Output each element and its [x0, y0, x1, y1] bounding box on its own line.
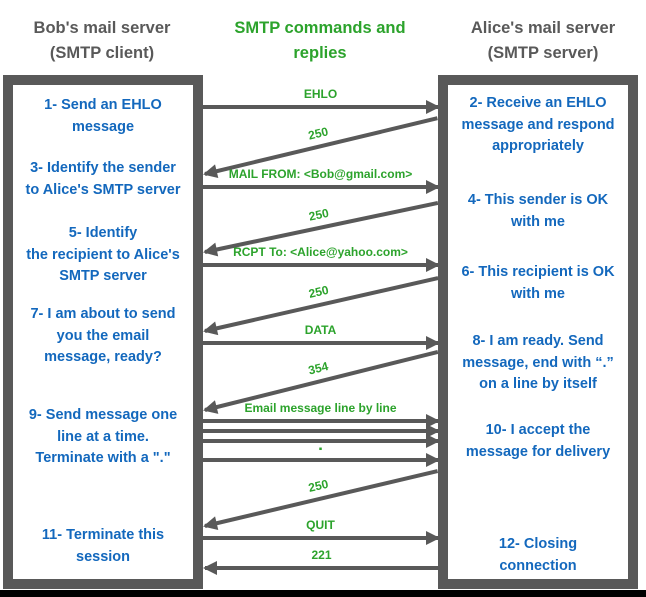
arrow-label: RCPT To: <Alice@yahoo.com> — [233, 245, 408, 259]
client-step-1: 1- Send an EHLO message — [44, 97, 162, 135]
client-step-11: 11- Terminate this session — [41, 527, 165, 565]
arrow-mail-from: MAIL FROM: <Bob@gmail.com> — [203, 167, 440, 194]
commands-header: SMTP commands and replies — [234, 19, 406, 62]
server-step-12: 12- Closing connection — [498, 536, 578, 574]
server-step-6: 6- This recipient is OK with me — [461, 264, 615, 302]
server-step-10: 10- I accept the message for delivery — [465, 422, 611, 460]
arrow-email-line-2 — [203, 424, 440, 438]
server-step-4: 4- This sender is OK with me — [467, 192, 609, 230]
client-step-9: 9- Send message one line at a time. Term… — [28, 407, 178, 466]
arrow-label: 250 — [306, 124, 330, 143]
arrow-ehlo: EHLO — [203, 87, 440, 114]
arrow-quit: QUIT — [203, 518, 440, 545]
bottom-black-bar — [0, 590, 646, 597]
client-box: 1- Send an EHLO message 3- Identify the … — [3, 75, 203, 589]
arrow-email-line-1: Email message line by line — [203, 401, 440, 428]
arrow-data: DATA — [203, 323, 440, 350]
arrow-email-line-3 — [203, 434, 440, 448]
arrow-label: 221 — [311, 548, 332, 562]
server-box: 2- Receive an EHLO message and respond a… — [438, 75, 638, 589]
arrow-reply-221: 221 — [203, 548, 438, 575]
client-step-3: 3- Identify the sender to Alice's SMTP s… — [25, 160, 181, 198]
server-header: Alice's mail server (SMTP server) — [470, 19, 616, 62]
arrow-label: DATA — [304, 323, 337, 337]
client-step-7: 7- I am about to send you the email mess… — [30, 306, 176, 365]
client-step-5: 5- Identify the recipient to Alice's SMT… — [26, 225, 180, 284]
server-step-8: 8- I am ready. Send message, end with “.… — [462, 333, 614, 392]
arrow-label: MAIL FROM: <Bob@gmail.com> — [228, 167, 413, 181]
server-step-2: 2- Receive an EHLO message and respond a… — [461, 95, 615, 154]
arrow-label: QUIT — [306, 518, 335, 532]
arrow-rcpt-to: RCPT To: <Alice@yahoo.com> — [203, 245, 440, 272]
arrow-terminating-dot: ▪ — [203, 444, 440, 467]
arrow-label: Email message line by line — [244, 401, 397, 415]
arrow-label: 250 — [307, 282, 330, 301]
arrow-label: 250 — [307, 205, 331, 224]
dot-label: ▪ — [318, 444, 323, 455]
arrow-label: EHLO — [303, 87, 338, 101]
client-header: Bob's mail server (SMTP client) — [33, 19, 171, 62]
